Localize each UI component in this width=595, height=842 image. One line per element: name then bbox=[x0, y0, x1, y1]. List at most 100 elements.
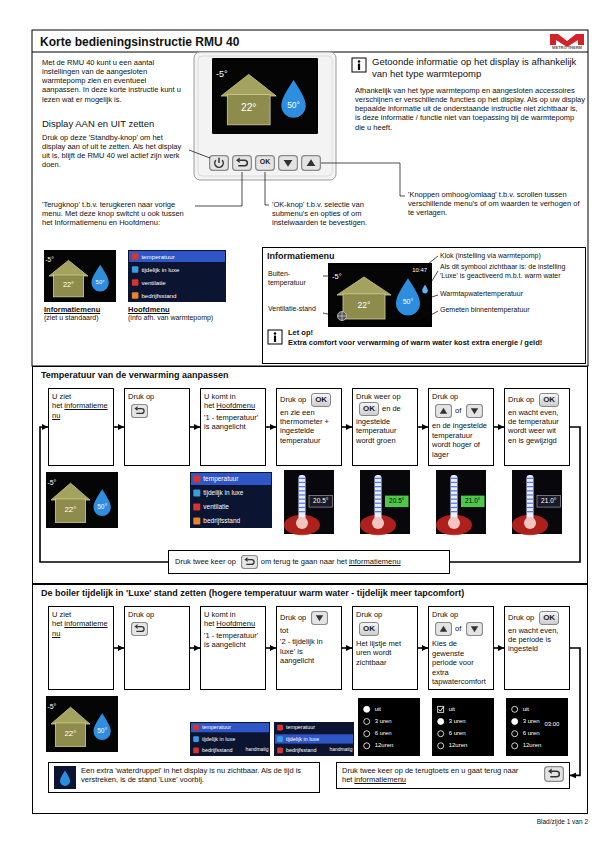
illustration-part bbox=[352, 58, 366, 72]
illustration-part bbox=[307, 159, 316, 166]
illustration-part bbox=[281, 80, 306, 118]
illustration-part bbox=[467, 623, 483, 636]
illustration-part bbox=[198, 56, 332, 176]
illustration-part bbox=[128, 619, 186, 621]
callout-text: 'OK-knop' t.b.v. selectie van submenu's … bbox=[272, 200, 384, 227]
node-text: Hoofdmenu bbox=[216, 401, 255, 410]
illustration-part bbox=[193, 476, 200, 483]
illustration-part bbox=[330, 265, 430, 325]
info-text: Afhankelijk van het type warmtepomp en a… bbox=[355, 86, 585, 132]
illustration-part bbox=[194, 52, 336, 180]
illustration-part bbox=[358, 64, 360, 70]
illustration-part bbox=[275, 734, 353, 743]
illustration-part bbox=[328, 263, 432, 327]
illustration-part bbox=[244, 557, 247, 562]
illustration-part bbox=[131, 622, 148, 636]
illustration-part bbox=[212, 58, 318, 134]
button-icon bbox=[54, 766, 76, 789]
option-text: 12uren bbox=[375, 742, 400, 749]
step-box: Druk op bbox=[124, 388, 190, 466]
illustration-part bbox=[32, 30, 588, 366]
illustration-part bbox=[323, 313, 336, 316]
illustration-part bbox=[512, 719, 518, 725]
illustration-part bbox=[467, 405, 483, 418]
illustration-part bbox=[134, 625, 137, 630]
illustration-part bbox=[375, 494, 382, 495]
section-band: De boiler tijdelijk in 'Luxe' stand zett… bbox=[32, 584, 588, 814]
node-text: en wacht even, de periode is ingesteld bbox=[508, 626, 558, 654]
body-text: Druk op deze 'Standby-knop' om het displ… bbox=[42, 133, 187, 170]
screen-value: 50° bbox=[94, 727, 111, 735]
illustration-part bbox=[432, 619, 490, 621]
node-text: of bbox=[455, 624, 461, 633]
illustration-part bbox=[128, 401, 186, 403]
button-icon bbox=[544, 766, 564, 782]
button-icon bbox=[466, 404, 483, 418]
option-text: 12uren bbox=[449, 742, 474, 749]
option-text: 3 uren bbox=[375, 718, 400, 725]
illustration-part bbox=[132, 292, 139, 299]
note-box: Druk twee keer op de terugtoets en u gaa… bbox=[336, 762, 570, 789]
menu-item: temperatuur bbox=[203, 475, 260, 483]
node-text: Kies de gewenste periode voor extra tapw… bbox=[432, 639, 486, 686]
illustration-part bbox=[375, 503, 382, 504]
screen-value: 50° bbox=[94, 503, 111, 511]
illustration-part bbox=[337, 277, 391, 295]
screen-value: -5° bbox=[47, 703, 66, 712]
illustration-part bbox=[438, 731, 444, 737]
connector-arrow bbox=[342, 426, 352, 428]
node-text: '2 - tijdelijk in luxe' is aangelicht bbox=[280, 637, 323, 665]
step-box: Druk op OKen wacht even, de periode is in… bbox=[504, 606, 570, 690]
illustration-part bbox=[46, 696, 118, 752]
return-box: Druk twee keer opom terug te gaan naar h… bbox=[168, 550, 450, 574]
option-text: uit bbox=[449, 706, 474, 713]
illustration-part bbox=[467, 405, 483, 418]
callout-text: Gemeten binnentemperatuur bbox=[440, 306, 584, 315]
button-icon bbox=[435, 404, 452, 418]
illustration-part bbox=[256, 156, 275, 171]
illustration-part bbox=[274, 336, 276, 342]
illustration-part bbox=[241, 555, 258, 569]
screen-value: 50° bbox=[396, 298, 420, 307]
button-icon bbox=[241, 555, 258, 569]
step-box: Druk opofKies de gewenste periode voor e… bbox=[428, 606, 494, 690]
screen-value: -5° bbox=[47, 479, 66, 488]
ok-button-label: OK bbox=[539, 611, 559, 625]
illustration-part bbox=[545, 767, 564, 782]
button-label: OK bbox=[255, 158, 275, 167]
section-band: Temperatuur van de verwarming aanpassenU… bbox=[32, 366, 588, 584]
illustration-part bbox=[527, 499, 534, 500]
illustration-part bbox=[527, 507, 534, 508]
node-text: Druk op bbox=[128, 610, 154, 619]
menu-item: tijdelijk in luxe bbox=[203, 489, 260, 497]
connector-arrow bbox=[342, 647, 352, 649]
illustration-part bbox=[512, 731, 518, 737]
screen-value: 22° bbox=[343, 300, 385, 310]
node-text: en zie een thermometer + ingestelde temp… bbox=[280, 408, 329, 445]
step-box: U komt in hetHoofdmenu'1 - temperatuur' … bbox=[200, 388, 266, 466]
illustration-part bbox=[451, 511, 458, 512]
illustration-part bbox=[210, 156, 229, 171]
illustration-part bbox=[512, 706, 518, 712]
illustration-part bbox=[236, 157, 240, 162]
option-text: 3 uren bbox=[523, 718, 548, 725]
illustration-part bbox=[432, 401, 490, 403]
illustration-part bbox=[527, 482, 534, 483]
caption-text: Hoofdmenu bbox=[128, 305, 228, 314]
screen-clock: 03:00 bbox=[544, 721, 566, 728]
step-box: Druk weer opOKen de ingestelde temperatu… bbox=[352, 388, 418, 466]
warning-title: Let op! bbox=[288, 328, 488, 337]
illustration-part bbox=[190, 722, 270, 756]
illustration-part bbox=[241, 556, 257, 569]
illustration-part bbox=[204, 411, 262, 413]
menu-item: temperatuur bbox=[141, 253, 210, 261]
step-box: Druk opOKen wacht even, de temperatuur w… bbox=[504, 388, 570, 466]
illustration-part bbox=[544, 766, 564, 782]
illustration-part bbox=[316, 615, 323, 621]
node-text: Druk op bbox=[508, 613, 534, 622]
connector-arrow bbox=[418, 426, 428, 428]
menu-item: ventilatie bbox=[203, 503, 260, 511]
illustration-part bbox=[218, 158, 220, 163]
illustration-part bbox=[375, 499, 382, 500]
node-text: Het lijstje met uren wordt zichtbaar bbox=[356, 639, 401, 667]
